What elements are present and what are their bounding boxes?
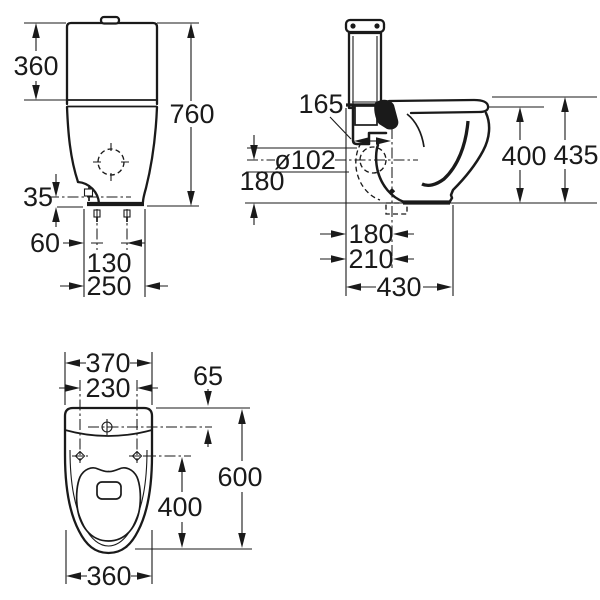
front-dim-60-arrow-right [69,239,84,247]
dim-front-overall-height: 760 [169,99,214,129]
top-dim-65-arrow-down [204,391,212,406]
dim-top-fixing-to-front: 400 [157,492,202,522]
side-outline [344,18,491,215]
side-china-back-profile [351,103,388,146]
side-flush-inlet-box [354,105,378,126]
side-dim-435-arrow-up [561,97,569,112]
side-bowl-front-profile [447,111,491,205]
side-dim-400-arrow-up [516,107,524,122]
side-dim-210-arrow-right [331,255,346,263]
top-dim-370-arrow-left [65,359,80,367]
dim-front-base-width: 250 [86,271,131,301]
top-dimensions: 370 230 65 600 400 [59,348,263,591]
side-floor-outlet-dashed-box [385,202,408,215]
side-lid-bolt-right [374,23,380,29]
side-hinge-block [374,99,399,130]
dim-side-wall-to-trap-vertical: 210 [348,244,393,274]
dim-front-fixing-spacing: 130 [86,248,131,278]
side-dim-180v-arrow-up [250,203,258,218]
top-dim-400-arrow-up [178,457,186,472]
top-dim-600-arrow-down [238,533,246,548]
side-dimensions: 165 ø102 180 400 435 [239,89,598,302]
side-view: 165 ø102 180 400 435 [239,18,599,302]
side-dim-430-arrow-left [346,283,361,291]
side-outlet-extension-lines [247,147,357,173]
top-dim-370-arrow-right [137,359,152,367]
side-dim-210-arrow-left [393,255,408,263]
front-dim-35-arrow-down [52,182,60,197]
dim-side-outlet-diameter: ø102 [274,145,336,175]
front-dim-760-arrow-down [187,191,195,206]
front-dim-360-arrow-up [32,23,40,38]
dim-side-seat-height: 435 [553,140,598,170]
front-dim-250-arrow-right [69,282,84,290]
side-dim-400-arrow-down [516,188,524,203]
dim-side-back-to-fixing: 165 [298,89,343,119]
top-flush-outlet-hole [96,481,122,500]
side-dim-165-arrow-left [354,137,369,145]
top-pan-outline [63,406,154,555]
side-dim-180-arrow-left [393,230,408,238]
dim-top-cistern-width: 370 [85,348,130,378]
side-dim-180-arrow-right [331,230,346,238]
side-dim-435-arrow-down [561,188,569,203]
front-outline [65,15,159,222]
front-outlet-target-circle [97,148,125,176]
side-bowl-back-underside [374,143,406,204]
front-dim-760-arrow-up [187,23,195,38]
side-lid-bolt-left [350,23,356,29]
dim-top-inlet-setback: 65 [193,361,223,391]
side-dim-165-leader [329,116,352,140]
front-cistern-outline [65,21,159,106]
top-view: 370 230 65 600 400 [59,348,263,591]
front-dim-60-arrow-left [127,239,142,247]
side-dim-165-arrow-right [376,137,391,145]
dim-side-rim-height: 400 [501,141,546,171]
top-dim-600-arrow-up [238,409,246,424]
dim-side-wall-to-trap: 180 [348,219,393,249]
front-view: 360 760 35 60 130 [13,15,215,301]
dim-top-overall-length: 600 [217,462,262,492]
front-body-left-side [65,105,80,184]
top-cistern-front-edge [64,429,153,437]
dim-front-inlet-height: 35 [23,182,53,212]
top-dim-360-arrow-left [66,572,81,580]
side-dim-180v-arrow-down [250,145,258,160]
side-seat-profile [387,98,490,115]
front-outlet-target-ticks [93,143,129,181]
top-ext-370 [64,352,153,405]
dim-front-fixing-offset: 60 [30,228,60,258]
side-cistern-body [347,31,383,110]
top-seat-ring [75,467,142,542]
top-outline [63,406,154,555]
front-flush-button [99,15,121,25]
dim-top-bowl-width: 360 [86,561,131,591]
top-dim-360-arrow-right [137,572,152,580]
front-dim-35-arrow-up [52,207,60,222]
dim-side-outlet-height: 180 [239,166,284,196]
side-cistern-inner-walls [352,36,378,104]
dim-side-overall-depth: 430 [376,272,421,302]
dim-top-fixing-spacing: 230 [85,373,130,403]
top-ext-360 [65,530,153,584]
top-dim-400-arrow-down [178,533,186,548]
front-dimensions: 360 760 35 60 130 [13,22,215,301]
front-dim-250-arrow-left [145,282,160,290]
front-body-right-side [141,105,159,204]
side-bowl-inner-curve [421,120,470,187]
top-dim-65-arrow-up [204,429,212,444]
side-trap-dashed-profile [355,142,381,201]
front-dim-360-arrow-down [32,85,40,100]
top-dim-230-arrow-right [65,384,80,392]
top-dim-230-arrow-left [137,384,152,392]
side-bowl-inner-back-curve [406,113,425,148]
side-dim-430-arrow-right [437,283,452,291]
side-trap-outlet-dashed-circle [359,146,387,174]
dim-front-cistern-height: 360 [13,51,58,81]
front-inlet-valve-body [83,188,94,197]
